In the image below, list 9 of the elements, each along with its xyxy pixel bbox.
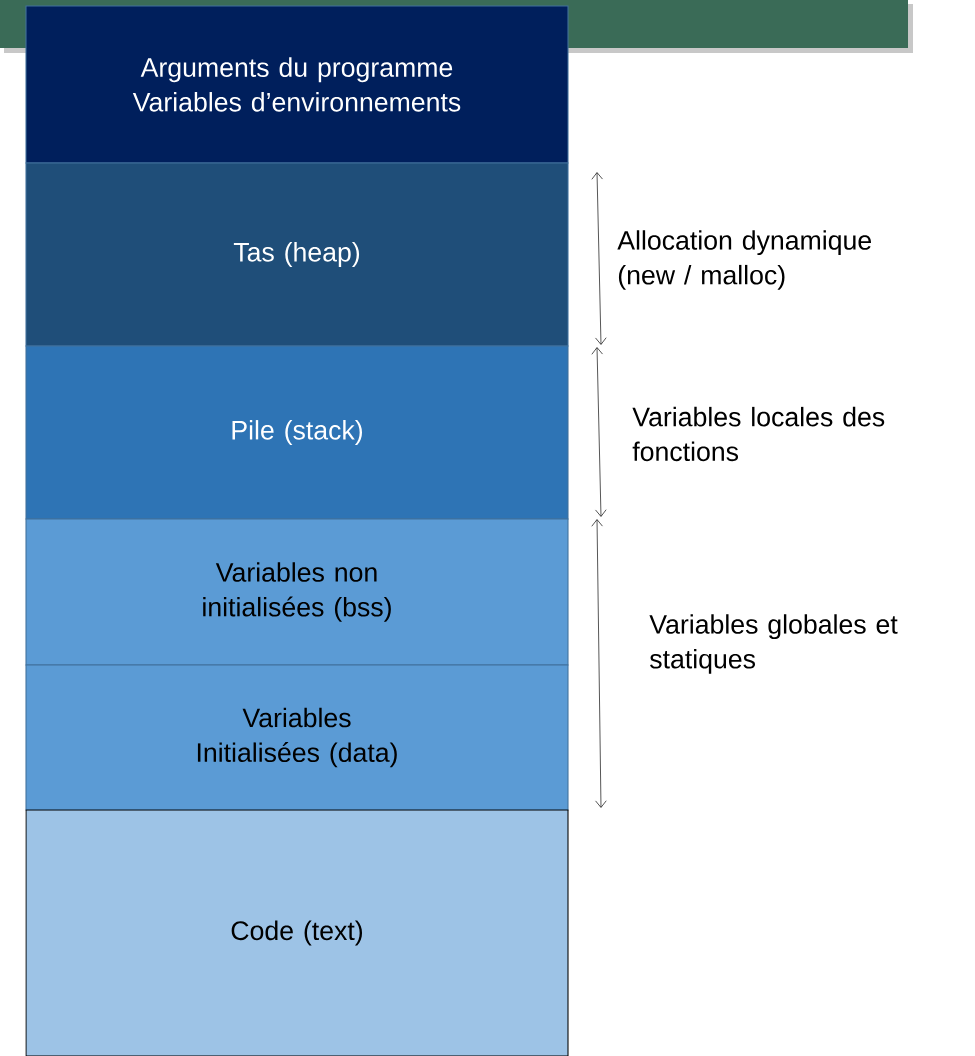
memory-segment: Pile (stack) bbox=[25, 345, 569, 520]
memory-segment: Code (text) bbox=[25, 809, 569, 1056]
range-label: Allocation dynamique (new / malloc) bbox=[617, 230, 871, 290]
memory-segment: Variables Initialisées (data) bbox=[25, 664, 569, 811]
range-label: Variables locales des fonctions bbox=[632, 406, 885, 462]
memory-segment: Variables non initialisées (bss) bbox=[25, 518, 569, 666]
range-label: Variables globales et statiques bbox=[649, 614, 898, 674]
memory-segment: Arguments du programme Variables d’environnements bbox=[25, 5, 569, 164]
memory-segment: Tas (heap) bbox=[25, 162, 569, 347]
